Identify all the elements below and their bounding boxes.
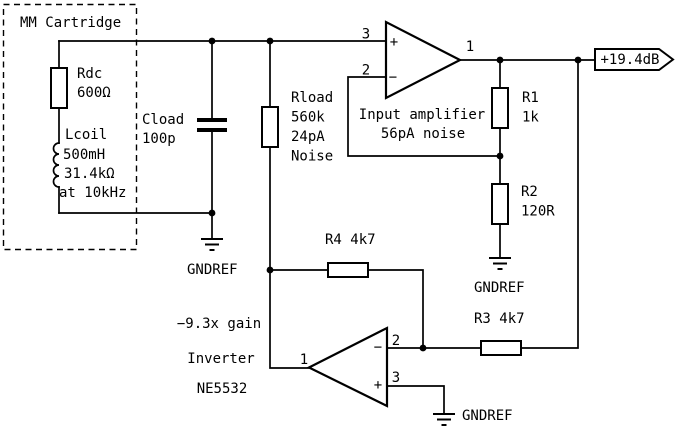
r4-body: [327, 262, 369, 278]
output-flag-label: +19.4dB: [600, 52, 659, 68]
resistor-r4: R4 4k7: [325, 232, 376, 278]
junction-dots: [208, 37, 582, 352]
cload-plate-bottom: [197, 128, 227, 132]
rdc-name: Rdc: [77, 66, 102, 82]
lcoil-value: 500mH: [63, 147, 105, 163]
r2-value: 120R: [521, 204, 555, 220]
inverter-pin1-number: 1: [300, 352, 308, 368]
inductor-lcoil: Lcoil 500mH 31.4kΩ at 10kHz: [52, 127, 126, 201]
resistor-r1: R1 1k: [491, 87, 539, 129]
input-amp-triangle: [384, 20, 463, 100]
wires: [58, 40, 596, 415]
input-amp-pin2-number: 2: [362, 63, 370, 79]
lcoil-impedance: 31.4kΩ: [64, 166, 115, 182]
input-amp-pin1-number: 1: [466, 39, 474, 55]
ground-inverter-label: GNDREF: [462, 408, 513, 424]
ground-r2: GNDREF: [474, 257, 525, 296]
capacitor-cload: Cload 100p: [142, 112, 227, 147]
ground-symbol: [489, 257, 511, 270]
ground-cload: GNDREF: [187, 238, 238, 278]
ground-r2-label: GNDREF: [474, 280, 525, 296]
cload-plate-top: [197, 118, 227, 122]
r1-body: [491, 87, 509, 129]
wire-r4-to-inverting-input: [367, 269, 424, 349]
ground-cload-label: GNDREF: [187, 262, 238, 278]
cartridge-label: MM Cartridge: [20, 15, 121, 31]
input-amp-minus-sign: −: [389, 70, 397, 86]
resistor-rdc: Rdc 600Ω: [50, 66, 111, 109]
input-amp-desc-line2: 56pA noise: [381, 126, 465, 142]
inverter-triangle: [306, 326, 389, 408]
wire-inverter-pin3-to-ground: [386, 385, 445, 415]
mm-cartridge: MM Cartridge Rdc 600Ω Lcoil 500mH 31.4kΩ…: [2, 3, 138, 251]
cload-name: Cload: [142, 112, 184, 128]
wire-rload-to-inverter-output: [269, 146, 310, 369]
resistor-rload: Rload 560k 24pA Noise: [261, 90, 333, 165]
opamp-input-amplifier: + − 3 2 1 Input amplifier 56pA noise: [359, 20, 485, 142]
inverter-part-number: NE5532: [197, 381, 248, 397]
inverter-plus-sign: +: [374, 378, 382, 394]
junction-dot: [496, 56, 504, 64]
inverter-gain-label: −9.3x gain: [177, 316, 261, 332]
cartridge-dashed-outline: [2, 3, 138, 251]
cload-value: 100p: [142, 131, 176, 147]
output-flag-shape: [594, 48, 675, 71]
rload-name: Rload: [291, 90, 333, 106]
input-amp-pin3-number: 3: [362, 27, 370, 43]
lcoil-body: [52, 142, 60, 188]
rload-value: 560k: [291, 110, 325, 126]
rload-noise-current: 24pA: [291, 129, 325, 145]
lcoil-name: Lcoil: [65, 127, 107, 143]
r3-body: [480, 340, 522, 356]
inverter-pin3-number: 3: [392, 370, 400, 386]
ground-symbol: [201, 238, 223, 251]
junction-dot: [496, 152, 504, 160]
opamp-inverter: − + 1 2 3 −9.3x gain Inverter NE5532: [177, 316, 400, 408]
inverter-pin2-number: 2: [392, 333, 400, 349]
junction-dot: [266, 37, 274, 45]
lcoil-condition: at 10kHz: [59, 185, 126, 201]
r1-name: R1: [522, 90, 539, 106]
wire-r3-to-output-rail: [520, 59, 579, 349]
resistor-r2: R2 120R: [491, 183, 555, 225]
r3-label: R3 4k7: [474, 311, 525, 327]
junction-dot: [208, 37, 216, 45]
r2-body: [491, 183, 509, 225]
r4-label: R4 4k7: [325, 232, 376, 248]
input-amp-plus-sign: +: [390, 35, 398, 51]
junction-dot: [266, 266, 274, 274]
wire-feedback: [347, 76, 501, 157]
r1-value: 1k: [522, 110, 539, 126]
ground-inverter: GNDREF: [433, 408, 513, 426]
input-amp-desc-line1: Input amplifier: [359, 107, 485, 123]
junction-dot: [208, 209, 216, 217]
junction-dot: [419, 344, 427, 352]
rdc-value: 600Ω: [77, 85, 111, 101]
rdc-body: [50, 67, 68, 109]
rload-body: [261, 106, 279, 148]
rload-noise-word: Noise: [291, 149, 333, 165]
junction-dot: [574, 56, 582, 64]
output-flag: +19.4dB: [594, 48, 675, 71]
inverter-title: Inverter: [187, 351, 254, 367]
resistor-r3: R3 4k7: [474, 311, 525, 356]
inverter-minus-sign: −: [374, 340, 382, 356]
r2-name: R2: [521, 184, 538, 200]
ground-symbol: [433, 413, 455, 426]
